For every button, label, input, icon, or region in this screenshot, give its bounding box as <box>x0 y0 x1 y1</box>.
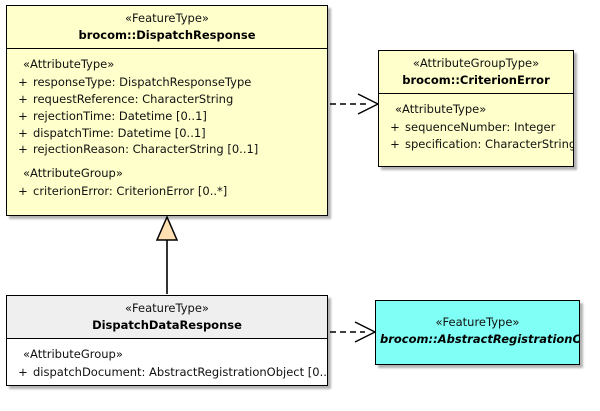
class-header-dispatch-data-response: «FeatureType» DispatchDataResponse <box>7 296 327 340</box>
attribute-label: requestReference: CharacterString <box>33 91 234 106</box>
visibility-marker: + <box>18 91 28 106</box>
visibility-marker: + <box>18 142 28 157</box>
stereotype-label: «AttributeGroupType» <box>412 56 540 70</box>
dependency-dispatchdataresponse-to-abstractregistrationobject <box>330 321 377 343</box>
visibility-marker: + <box>18 125 28 140</box>
visibility-marker: + <box>390 119 400 134</box>
visibility-marker: + <box>18 74 28 89</box>
class-box-criterion-error[interactable]: «AttributeGroupType» brocom::CriterionEr… <box>378 50 574 167</box>
stereotype-label: «FeatureType» <box>125 11 209 25</box>
attribute-label: specification: CharacterString <box>405 136 574 151</box>
attribute-label: dispatchDocument: AbstractRegistrationOb… <box>33 364 328 379</box>
section-label-attribute-group: «AttributeGroup» <box>23 166 123 181</box>
visibility-marker: + <box>390 136 400 151</box>
dependency-dispatchresponse-to-criterionerror <box>330 93 380 115</box>
attribute-row: + criterionError: CriterionError [0..*] <box>13 183 323 200</box>
attribute-row: + requestReference: CharacterString <box>13 91 323 108</box>
stereotype-label: «FeatureType» <box>435 315 520 329</box>
class-name-label: DispatchDataResponse <box>92 318 242 333</box>
class-name-label: brocom::DispatchResponse <box>78 28 256 43</box>
generalization-dispatchdataresponse-to-dispatchresponse <box>155 215 179 294</box>
attribute-label: rejectionTime: Datetime [0..1] <box>33 108 207 123</box>
attribute-row: + rejectionReason: CharacterString [0..1… <box>13 141 323 158</box>
class-name-label: brocom::AbstractRegistrationObject <box>380 332 580 347</box>
class-body-criterion-error: «AttributeType» + sequenceNumber: Intege… <box>379 94 573 159</box>
class-body-dispatch-response: «AttributeType» + responseType: Dispatch… <box>7 49 327 206</box>
attribute-row: + responseType: DispatchResponseType <box>13 74 323 91</box>
attribute-row: + specification: CharacterString <box>385 136 573 153</box>
section-label-attribute-type: «AttributeType» <box>395 102 487 117</box>
class-body-dispatch-data-response: «AttributeGroup» + dispatchDocument: Abs… <box>7 339 327 385</box>
attribute-label: criterionError: CriterionError [0..*] <box>33 183 228 198</box>
visibility-marker: + <box>18 364 28 379</box>
attribute-row: + dispatchDocument: AbstractRegistration… <box>13 364 327 381</box>
attribute-label: rejectionReason: CharacterString [0..1] <box>33 142 259 157</box>
attribute-label: sequenceNumber: Integer <box>405 119 556 134</box>
class-header-criterion-error: «AttributeGroupType» brocom::CriterionEr… <box>379 51 573 95</box>
class-box-abstract-registration-object[interactable]: «FeatureType» brocom::AbstractRegistrati… <box>375 300 580 365</box>
class-name-label: brocom::CriterionError <box>402 73 550 88</box>
attribute-label: responseType: DispatchResponseType <box>33 74 252 89</box>
attribute-label: dispatchTime: Datetime [0..1] <box>33 125 206 140</box>
stereotype-label: «FeatureType» <box>125 301 209 315</box>
attribute-row: + dispatchTime: Datetime [0..1] <box>13 125 323 142</box>
visibility-marker: + <box>18 183 28 198</box>
section-label-attribute-type: «AttributeType» <box>23 57 115 72</box>
attribute-row: + rejectionTime: Datetime [0..1] <box>13 108 323 125</box>
class-header-dispatch-response: «FeatureType» brocom::DispatchResponse <box>7 6 327 50</box>
visibility-marker: + <box>18 108 28 123</box>
class-header-abstract-registration-object: «FeatureType» brocom::AbstractRegistrati… <box>376 301 580 353</box>
class-box-dispatch-response[interactable]: «FeatureType» brocom::DispatchResponse «… <box>6 5 328 216</box>
section-label-attribute-group: «AttributeGroup» <box>23 347 123 362</box>
class-box-dispatch-data-response[interactable]: «FeatureType» DispatchDataResponse «Attr… <box>6 295 328 386</box>
attribute-row: + sequenceNumber: Integer <box>385 119 569 136</box>
